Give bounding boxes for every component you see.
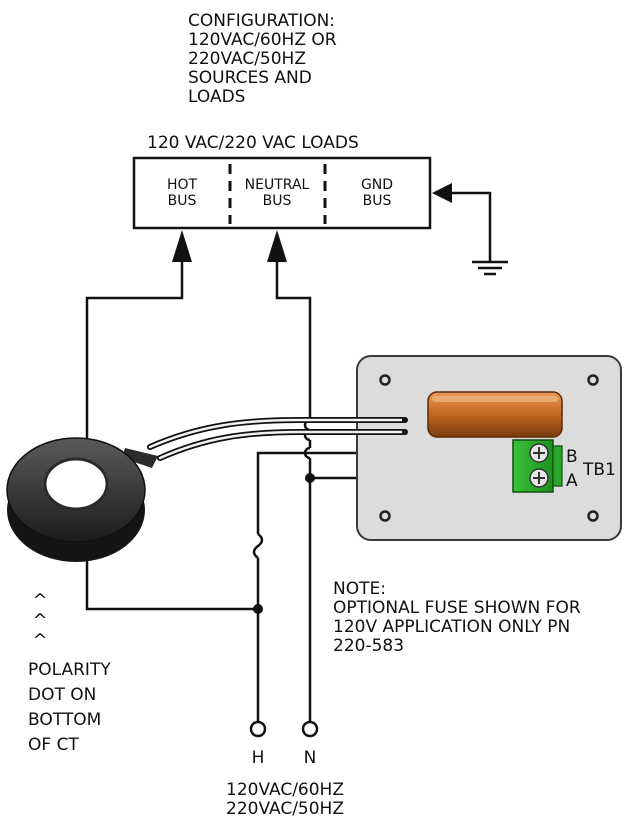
polarity-note: ^ ^ ^ POLARITY DOT ON BOTTOM OF CT [28,590,111,755]
solder-pad [402,429,408,435]
polarity-arrow-icon: ^ [32,590,47,611]
gnd-bus-label: GND [361,177,393,193]
config-line: 220VAC/50HZ [188,49,306,69]
hot-bus-label: BUS [168,193,197,209]
mounting-hole-icon [379,374,599,522]
current-transformer [6,437,158,562]
neutral-source-label: N [304,748,317,768]
terminal-block-name: TB1 [582,460,616,480]
source-spec: 220VAC/50HZ [226,799,344,819]
polarity-text: POLARITY [28,660,111,680]
junction-dot [253,604,263,614]
neutral-load-wire [275,262,312,420]
polarity-text: DOT ON [28,685,96,705]
polarity-arrow-icon: ^ [32,630,47,651]
neutral-bus-label: BUS [263,193,292,209]
note-line: OPTIONAL FUSE SHOWN FOR [333,598,581,618]
note-line: 220-583 [333,636,404,656]
config-line: SOURCES AND [188,68,312,88]
config-line: CONFIGURATION: [188,11,335,31]
loads-box [132,156,432,230]
terminal-a-label: A [566,471,578,491]
fuse-note: NOTE: OPTIONAL FUSE SHOWN FOR 120V APPLI… [333,579,581,656]
hot-source-terminal [249,720,267,738]
gnd-bus-label: BUS [363,193,392,209]
note-line: NOTE: [333,579,386,599]
ground-wire [450,191,492,262]
circuit-board [356,355,622,541]
polarity-arrow-icon: ^ [32,610,47,631]
hot-bus-label: HOT [167,177,198,193]
capacitor [427,391,563,438]
source-spec: 120VAC/60HZ [226,780,344,800]
config-line: LOADS [188,87,245,107]
loads-title: 120 VAC/220 VAC LOADS [147,133,359,153]
terminal-block [512,439,563,493]
polarity-text: BOTTOM [28,710,101,730]
hot-load-wire [85,262,258,611]
neutral-bus-label: NEUTRAL [245,177,310,193]
junction-dot [305,473,315,483]
hot-source-label: H [252,748,265,768]
neutral-source-terminal [301,720,319,738]
config-line: 120VAC/60HZ OR [188,30,337,50]
terminal-b-label: B [566,447,578,467]
configuration-text: CONFIGURATION: 120VAC/60HZ OR 220VAC/50H… [188,11,337,107]
ground-arrow [432,183,452,203]
solder-pad [402,417,408,423]
polarity-text: OF CT [28,735,79,755]
ground-symbol-icon [472,260,508,276]
neutral-bus-arrow [267,230,287,262]
fuse-icon [252,533,264,559]
note-line: 120V APPLICATION ONLY PN [333,617,570,637]
hot-bus-arrow [172,230,192,262]
